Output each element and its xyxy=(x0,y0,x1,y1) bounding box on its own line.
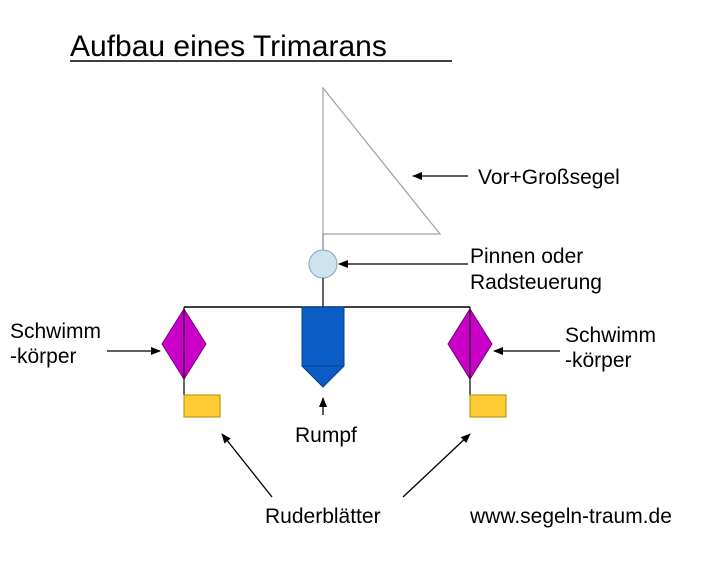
steering-label-line1: Pinnen oder xyxy=(470,245,583,268)
steering-circle xyxy=(308,249,338,279)
rudder-right-arrow xyxy=(402,433,471,498)
diagram-title: Aufbau eines Trimarans xyxy=(70,30,387,63)
website-label: www.segeln-traum.de xyxy=(469,505,672,528)
steering-label-line2: Radsteuerung xyxy=(470,271,602,294)
sail xyxy=(322,86,442,235)
rudders-label: Ruderblätter xyxy=(265,505,381,528)
center-hull xyxy=(301,306,345,388)
float-left-label-line1: Schwimm xyxy=(10,320,101,343)
float-right-label-line1: Schwimm xyxy=(565,324,656,347)
right-rudder xyxy=(469,394,507,418)
float-right-label-line2: -körper xyxy=(565,349,632,372)
rudder-left-arrow xyxy=(221,433,273,498)
hull-label: Rumpf xyxy=(295,424,357,447)
float-left-label-line2: -körper xyxy=(10,345,77,368)
left-rudder xyxy=(183,394,221,418)
sail-label: Vor+Großsegel xyxy=(478,166,620,189)
